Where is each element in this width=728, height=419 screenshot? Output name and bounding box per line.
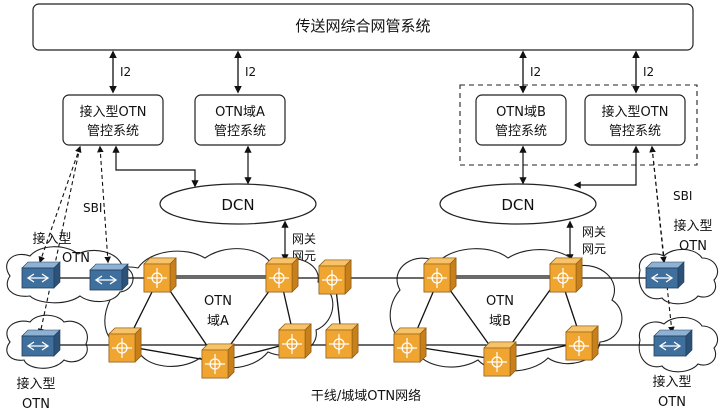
dcn-left	[159, 183, 317, 225]
sbi-links	[37, 145, 675, 336]
access-switch-right-bottom	[653, 329, 693, 357]
gateway-left-line1: 网关	[292, 232, 316, 246]
otn-a-controller-box	[194, 94, 286, 146]
access-left-top-line1: 接入型	[32, 231, 71, 247]
i2-label-1: I2	[120, 65, 131, 79]
otn-node-a2-gateway	[265, 257, 299, 293]
otn-node-a4	[201, 343, 235, 379]
domain-b-line2: 域B	[489, 314, 511, 329]
i2-label-2: I2	[245, 65, 256, 79]
domain-a-line2: 域A	[207, 314, 229, 329]
sbi-left-label: SBI	[83, 201, 102, 215]
access-left-bottom-line1: 接入型	[16, 376, 55, 392]
otn-b-controller-line1: OTN域B	[496, 105, 546, 120]
gateway-right-line2: 网元	[582, 242, 606, 256]
domain-a-line1: OTN	[204, 294, 232, 309]
access-right-top-line2: OTN	[679, 239, 707, 254]
access-left-top-line2: OTN	[62, 251, 90, 266]
access-left-bottom-line2: OTN	[22, 397, 50, 412]
i2-label-3: I2	[530, 65, 541, 79]
backbone-caption: 干线/城域OTN网络	[311, 388, 421, 404]
dcn-left-label: DCN	[221, 196, 254, 214]
dcn-gateway-links	[281, 220, 574, 262]
access-switch-left-top-1	[21, 261, 61, 289]
sbi-right-label: SBI	[673, 189, 692, 203]
access-left-controller-box	[62, 94, 164, 146]
otn-node-link2	[325, 323, 359, 359]
top-system-box	[32, 3, 694, 51]
otn-b-controller-box	[475, 94, 567, 146]
otn-node-b1	[423, 257, 457, 293]
dcn-right-label: DCN	[501, 196, 534, 214]
access-right-controller-box	[584, 94, 686, 146]
otn-node-a1	[143, 257, 177, 293]
access-switch-left-bottom	[21, 329, 61, 357]
dcn-right	[439, 183, 597, 225]
otn-node-b3	[393, 327, 427, 363]
access-right-bottom-line1: 接入型	[652, 374, 691, 390]
access-switch-left-top-2	[89, 263, 129, 291]
otn-node-b4	[483, 341, 517, 377]
otn-b-controller-line2: 管控系统	[495, 124, 547, 139]
top-system-title: 传送网综合网管系统	[295, 17, 430, 35]
access-right-top-line1: 接入型	[673, 218, 712, 234]
access-left-controller-line2: 管控系统	[87, 124, 139, 139]
otn-node-b5	[565, 325, 599, 361]
i2-label-4: I2	[643, 65, 654, 79]
access-right-controller-line2: 管控系统	[609, 124, 661, 139]
otn-a-controller-line2: 管控系统	[214, 124, 266, 139]
gateway-right-line1: 网关	[582, 225, 606, 239]
otn-node-a5	[278, 323, 312, 359]
controller-dcn-links	[112, 145, 640, 189]
access-left-controller-line1: 接入型OTN	[80, 104, 147, 120]
access-right-bottom-line2: OTN	[658, 395, 686, 410]
domain-b-line1: OTN	[486, 294, 514, 309]
access-switch-right-top	[645, 261, 685, 289]
otn-a-controller-line1: OTN域A	[215, 105, 265, 120]
otn-node-link1	[318, 259, 352, 295]
i2-links	[109, 50, 640, 94]
otn-node-b2-gateway	[549, 257, 583, 293]
access-right-controller-line1: 接入型OTN	[602, 104, 669, 120]
otn-node-a3	[108, 327, 142, 363]
